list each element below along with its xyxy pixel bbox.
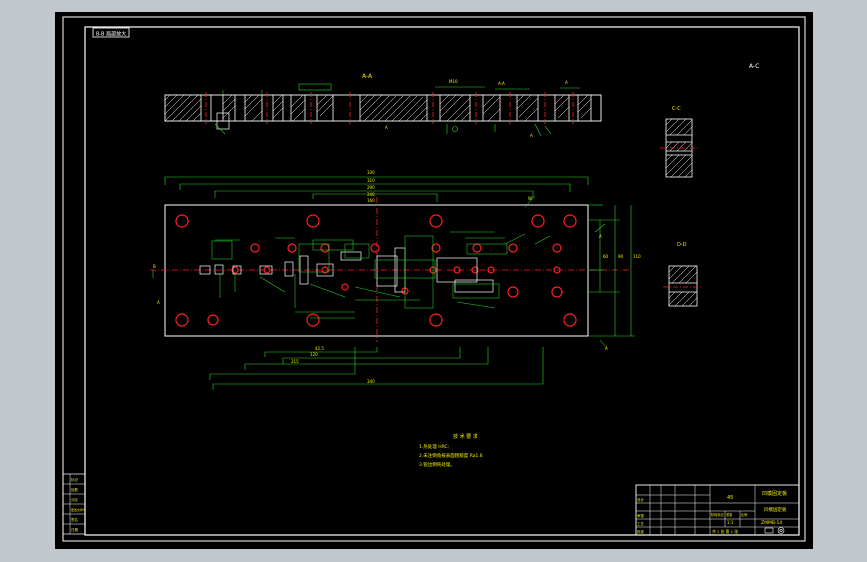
corner-label: A-C [749,63,759,70]
section-cc-view: C-C [660,106,698,178]
tech-req-line-3: 3.锐边倒钝处理。 [419,461,455,468]
svg-text:A: A [605,346,608,351]
dim-right-1: 60 [603,254,609,259]
main-plate-view: A B A A W 330 310 290 240 160 42.5 120 215… [150,170,641,390]
cad-viewport[interactable]: B-B 局部放大 A-C A-A [55,12,813,549]
dim-top-sub2: 290 [367,185,375,190]
section-cc-label: C-C [672,106,681,112]
svg-text:日期: 日期 [71,527,78,532]
plate-outline [164,204,589,337]
tech-req-title: 技 术 要 求 [453,433,478,440]
svg-text:签名: 签名 [71,517,78,522]
title-block: 45 凹模固定板 凹模固定板 ZMMB-14 1:1 共 1 张 第 1 张 设… [635,484,800,536]
tb-material: 45 [727,495,733,501]
tb-drawing-no: ZMMB-14 [761,520,782,526]
tech-req-line-1: 1.热处理 HRC： [419,443,452,450]
svg-text:B: B [153,264,156,269]
section-aa-label: A-A [362,73,373,80]
section-dd-label: D-D [677,242,687,248]
tb-weight: 重量 [726,512,733,517]
svg-text:A: A [565,80,568,85]
drawing-sheet: B-B 局部放大 A-C A-A [62,16,806,542]
header-tag: B-B 局部放大 [96,31,126,38]
tb-title-line2: 凹模固定板 [764,506,787,513]
tb-scale: 1:1 [727,520,734,525]
dim-top-overall: 330 [367,170,375,175]
svg-text:A-A: A-A [498,81,505,86]
tb-design: 设计 [637,497,645,502]
dim-bottom-4: 340 [367,379,375,384]
left-revision-panel: 标记 处数 分区 更改文件号 签名 日期 [62,473,86,535]
outer-border [62,16,806,542]
svg-text:A: A [599,234,602,239]
tb-approve: 批准 [637,529,645,534]
tb-stage: 阶段标记 [711,512,725,517]
svg-text:A: A [530,133,533,138]
svg-text:M10: M10 [449,79,458,84]
dim-top-sub3: 240 [367,192,375,197]
technical-requirements: 技 术 要 求 1.热处理 HRC： 2.未注倒角按表面粗糙度 Ra1.6 3.… [419,433,483,468]
section-dd-view: D-D [663,242,703,307]
header-tag-box [92,27,130,38]
svg-text:标记: 标记 [71,477,78,482]
tech-req-line-2: 2.未注倒角按表面粗糙度 Ra1.6 [419,452,483,459]
svg-text:处数: 处数 [71,487,78,492]
dim-bottom-2: 120 [310,352,318,357]
svg-text:A: A [385,125,388,130]
dim-top-sub1: 310 [367,178,375,183]
section-aa-view: A-A [164,73,602,138]
tb-sheets: 共 1 张 第 1 张 [712,529,738,534]
dim-bottom-1: 42.5 [315,346,324,351]
dim-top-sub4: 160 [367,198,375,203]
projection-symbol [764,527,785,534]
dim-bottom-3: 215 [291,359,299,364]
svg-text:分区: 分区 [71,497,78,502]
svg-text:A: A [157,300,160,305]
inner-border [84,26,800,536]
tb-scale-label: 比例 [741,512,747,517]
tb-title-line1: 凹模固定板 [762,490,787,497]
tb-craft: 工艺 [637,521,645,526]
svg-text:W: W [528,196,532,201]
dim-right-3: 110 [633,254,641,259]
tb-check: 审核 [637,513,645,518]
svg-text:更改文件号: 更改文件号 [71,507,86,512]
dim-right-2: 90 [618,254,624,259]
